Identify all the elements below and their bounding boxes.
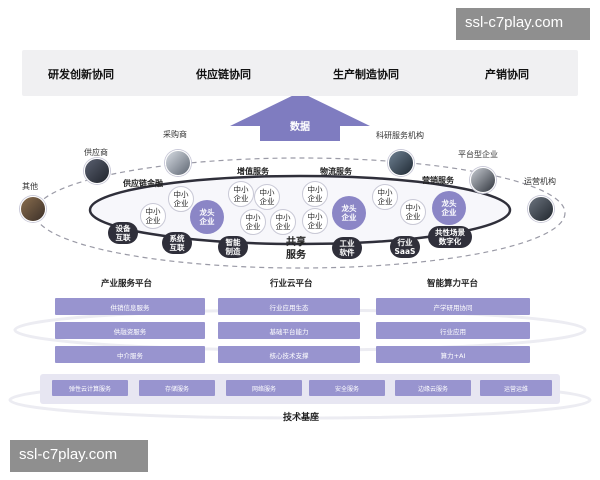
sme-node: 中小 企业 — [240, 209, 266, 235]
platform-box: 产学研用协同 — [376, 298, 530, 315]
label-platform-enterprise: 平台型企业 — [458, 150, 498, 159]
label-others: 其他 — [22, 182, 38, 191]
base-box: 存储服务 — [139, 380, 215, 396]
sme-node: 中小 企业 — [302, 208, 328, 234]
leader-node: 龙头 企业 — [190, 200, 224, 234]
label-research: 科研服务机构 — [376, 131, 424, 140]
watermark-bottom: ssl-c7play.com — [10, 440, 148, 472]
base-box: 弹性云计算服务 — [52, 380, 128, 396]
platform-box: 核心技术支撑 — [218, 346, 360, 363]
collab-rnd: 研发创新协同 — [48, 68, 114, 81]
arrow-label: 数据 — [290, 122, 310, 133]
common-scene-digital-node: 共性场景 数字化 — [428, 226, 472, 248]
collab-manufacturing: 生产制造协同 — [333, 68, 399, 81]
research-photo — [388, 150, 414, 176]
data-up-arrow — [230, 92, 370, 141]
leader-node: 龙头 企业 — [332, 196, 366, 230]
label-buyer: 采购商 — [163, 130, 187, 139]
base-box: 安全服务 — [309, 380, 385, 396]
operator-photo — [528, 196, 554, 222]
collaboration-band — [22, 50, 578, 96]
industrial-software-node: 工业 软件 — [332, 237, 362, 259]
supplier-photo — [84, 158, 110, 184]
service-marketing: 营销服务 — [422, 176, 454, 185]
leader-node: 龙头 企业 — [432, 191, 466, 225]
industry-saas-node: 行业 SaaS — [390, 236, 420, 258]
others-photo — [20, 196, 46, 222]
service-supply-finance: 供应链金融 — [123, 179, 163, 188]
collab-production-sales: 产销协同 — [485, 68, 529, 81]
system-interconnect-node: 系统 互联 — [162, 232, 192, 254]
sme-node: 中小 企业 — [254, 184, 280, 210]
platform-box: 行业应用 — [376, 322, 530, 339]
buyer-photo — [165, 150, 191, 176]
platform-box: 供融资服务 — [55, 322, 205, 339]
equipment-interconnect-node: 设备 互联 — [108, 222, 138, 244]
label-operator: 运营机构 — [524, 177, 556, 186]
platform-box: 行业应用生态 — [218, 298, 360, 315]
platform-box: 中介服务 — [55, 346, 205, 363]
sme-node: 中小 企业 — [140, 203, 166, 229]
platform-box: 基础平台能力 — [218, 322, 360, 339]
sme-node: 中小 企业 — [168, 186, 194, 212]
base-box: 边缘云服务 — [395, 380, 471, 396]
sme-node: 中小 企业 — [400, 199, 426, 225]
sme-node: 中小 企业 — [302, 181, 328, 207]
sme-node: 中小 企业 — [228, 181, 254, 207]
smart-manufacturing-node: 智能 制造 — [218, 236, 248, 258]
shared-services-label: 共享 服务 — [286, 237, 306, 261]
platform-industry-service-title: 产业服务平台 — [101, 279, 153, 289]
base-box: 网络服务 — [226, 380, 302, 396]
label-supplier: 供应商 — [84, 148, 108, 157]
platform-industry-cloud-title: 行业云平台 — [270, 279, 313, 289]
platform-intelligent-compute-title: 智能算力平台 — [427, 279, 479, 289]
watermark-top: ssl-c7play.com — [456, 8, 590, 40]
base-box: 运营运维 — [480, 380, 552, 396]
sme-node: 中小 企业 — [270, 209, 296, 235]
platform-box: 算力+AI — [376, 346, 530, 363]
service-value-added: 增值服务 — [237, 167, 269, 176]
service-logistics: 物流服务 — [320, 167, 352, 176]
collab-supply-chain: 供应链协同 — [196, 68, 251, 81]
sme-node: 中小 企业 — [372, 184, 398, 210]
tech-base-title: 技术基座 — [282, 413, 319, 423]
platform-enterprise-photo — [470, 167, 496, 193]
platform-box: 供销信息服务 — [55, 298, 205, 315]
